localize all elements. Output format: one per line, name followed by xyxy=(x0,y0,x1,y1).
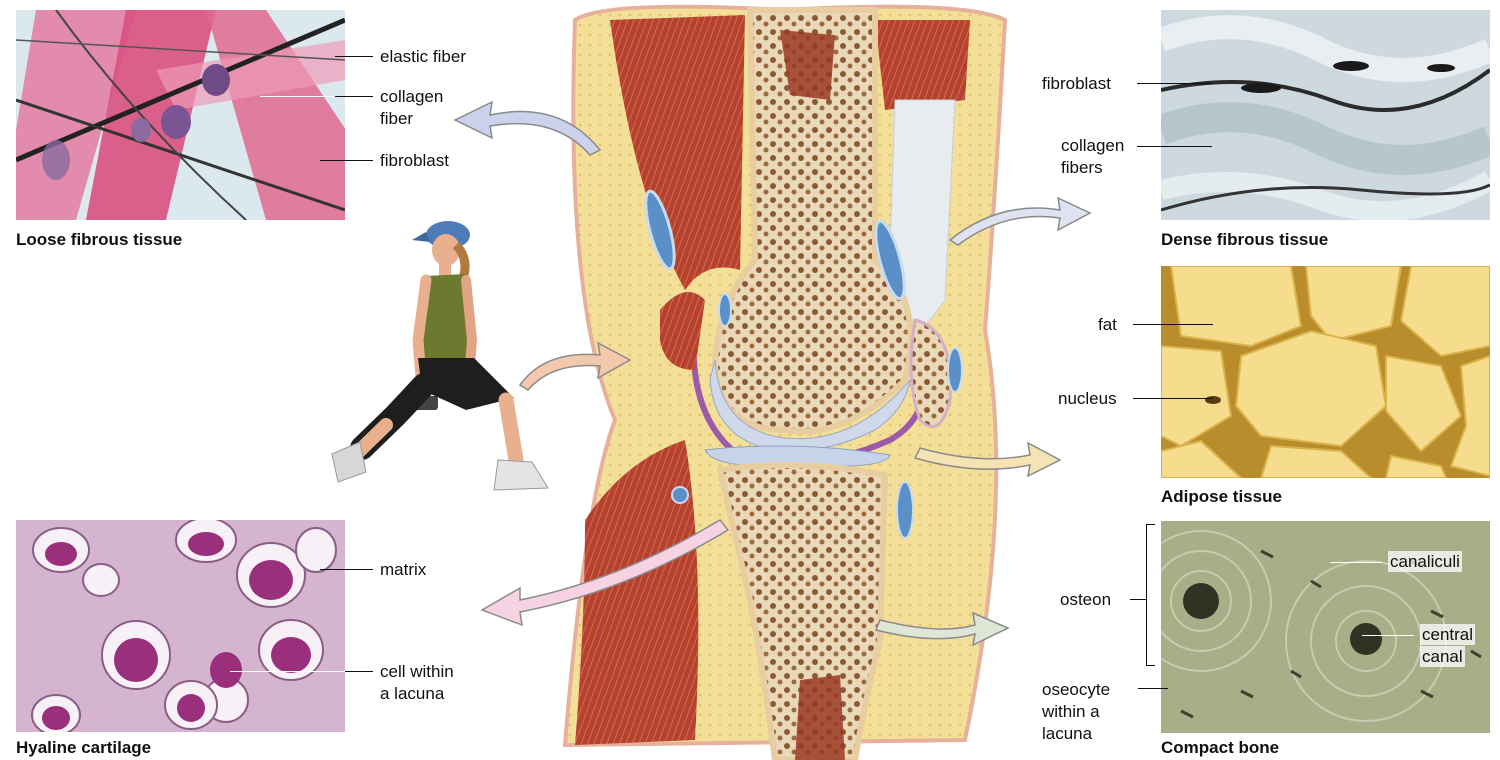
loose-fibroblast-label: fibroblast xyxy=(380,150,449,171)
matrix-label: matrix xyxy=(380,559,426,580)
adipose-tissue-caption: Adipose tissue xyxy=(1161,487,1282,507)
oseocyte-leader xyxy=(1138,688,1168,689)
oseocyte-label-line2: within a xyxy=(1042,701,1100,722)
cell-lacuna-label-line2: a lacuna xyxy=(380,683,444,704)
dense-collagen-leader xyxy=(1137,146,1212,147)
cell-lacuna-leader-inner xyxy=(230,671,345,672)
woman-lunge-illustration xyxy=(326,210,556,500)
central-canal-leader xyxy=(1362,635,1414,636)
dense-fibroblast-label: fibroblast xyxy=(1042,73,1111,94)
central-canal-label-line1: central xyxy=(1420,624,1475,645)
central-canal-label-line2: canal xyxy=(1420,646,1465,667)
dense-fibroblast-leader xyxy=(1137,83,1212,84)
dense-fibrous-tissue-micrograph xyxy=(1161,10,1490,220)
loose-fibrous-tissue-micrograph xyxy=(16,10,345,220)
canaliculi-leader xyxy=(1330,562,1382,563)
fat-leader xyxy=(1133,324,1213,325)
canaliculi-label: canaliculi xyxy=(1388,551,1462,572)
elastic-fiber-leader xyxy=(335,56,373,57)
nucleus-label: nucleus xyxy=(1058,388,1117,409)
elastic-fiber-label: elastic fiber xyxy=(380,46,466,67)
collagen-fiber-leader xyxy=(260,96,335,97)
cell-lacuna-label-line1: cell within xyxy=(380,661,454,682)
matrix-leader xyxy=(320,569,373,570)
compact-bone-caption: Compact bone xyxy=(1161,738,1279,758)
oseocyte-label-line3: lacuna xyxy=(1042,723,1092,744)
hyaline-cartilage-micrograph xyxy=(16,520,345,732)
knee-joint-cross-section xyxy=(545,0,1020,760)
nucleus-leader xyxy=(1133,398,1213,399)
fibroblast-leader xyxy=(320,160,373,161)
adipose-tissue-micrograph xyxy=(1161,266,1490,478)
osteon-label: osteon xyxy=(1060,589,1111,610)
collagen-fiber-leader-outer xyxy=(335,96,373,97)
dense-collagen-label-line2: fibers xyxy=(1061,157,1103,178)
fat-label: fat xyxy=(1098,314,1117,335)
collagen-fiber-label-line1: collagen xyxy=(380,86,443,107)
collagen-fiber-label-line2: fiber xyxy=(380,108,413,129)
dense-fibrous-tissue-caption: Dense fibrous tissue xyxy=(1161,230,1328,250)
osteon-leader xyxy=(1130,599,1146,600)
hyaline-cartilage-caption: Hyaline cartilage xyxy=(16,738,151,758)
cell-lacuna-leader xyxy=(345,671,373,672)
oseocyte-label-line1: oseocyte xyxy=(1042,679,1110,700)
dense-collagen-label-line1: collagen xyxy=(1061,135,1124,156)
loose-fibrous-tissue-caption: Loose fibrous tissue xyxy=(16,230,182,250)
osteon-bracket xyxy=(1146,524,1155,666)
